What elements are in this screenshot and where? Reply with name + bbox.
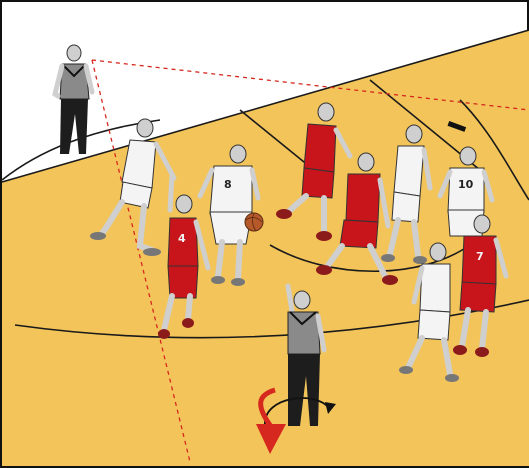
jersey-number-4: 4: [178, 232, 186, 245]
jersey-number-8: 8: [224, 178, 232, 191]
jersey-number-10: 10: [458, 178, 474, 191]
jersey-number-7: 7: [476, 250, 484, 263]
